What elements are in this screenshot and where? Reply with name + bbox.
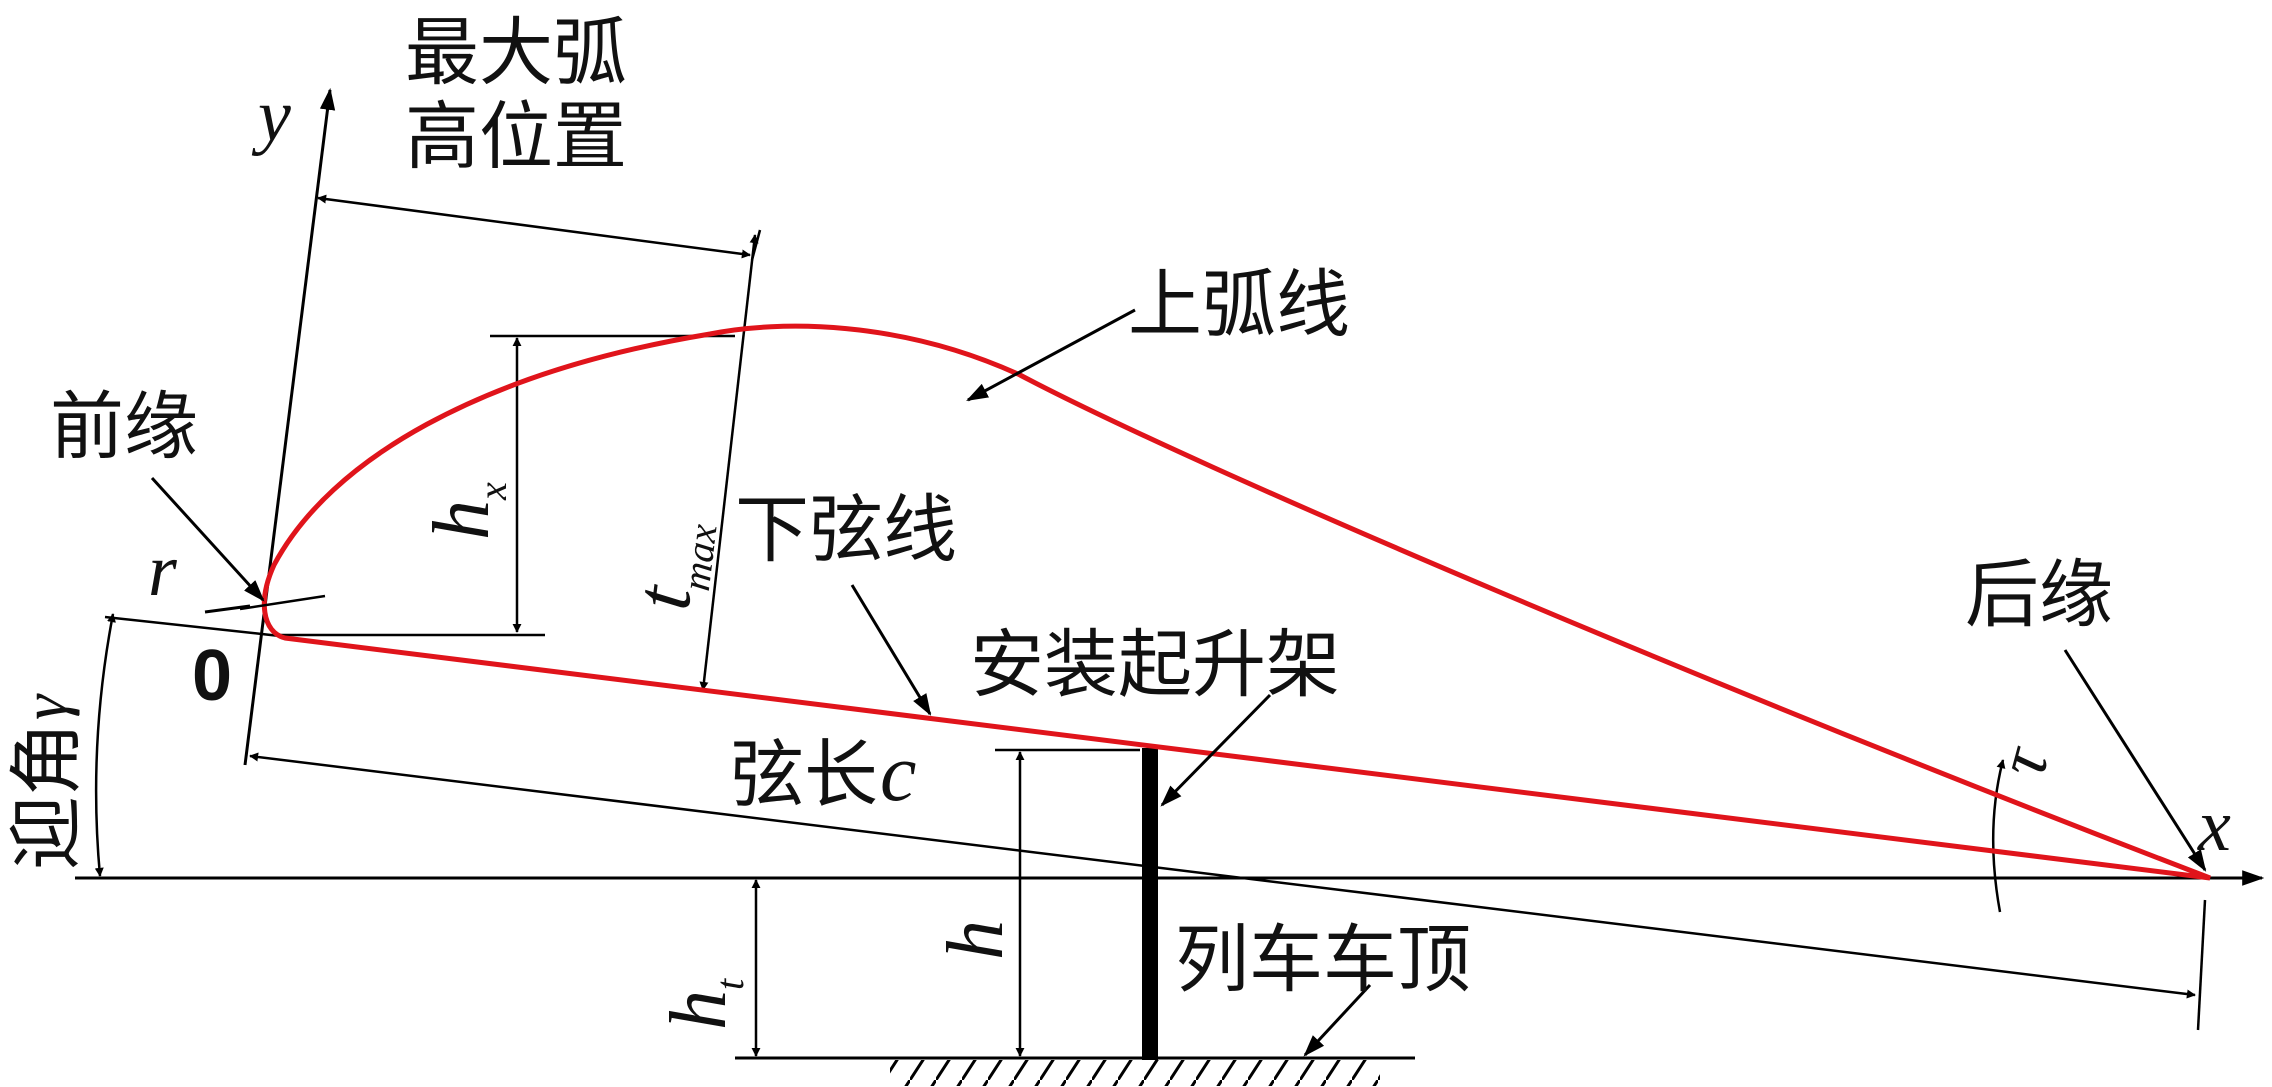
- mount-lift-label: 安装起升架: [970, 622, 1340, 708]
- leading-edge-pointer: [150, 476, 265, 602]
- svg-text:c: c: [880, 727, 916, 818]
- svg-text:ht: ht: [655, 978, 752, 1030]
- x-axis-label: x: [2197, 785, 2231, 867]
- trailing-edge-pointer: [2063, 649, 2207, 872]
- y-axis-label: y: [251, 75, 291, 157]
- mount-post: [1142, 748, 1158, 1060]
- radius-label: r: [148, 530, 178, 612]
- svg-text:τ: τ: [1983, 737, 2065, 784]
- hx-label: hx: [418, 482, 515, 540]
- airfoil-profile: [261, 323, 2211, 881]
- lower-chord-label: 下弦线: [735, 487, 957, 573]
- tau-angle-arc: [1991, 759, 2006, 913]
- svg-text:tmax: tmax: [619, 515, 726, 615]
- trailing-edge-label: 后缘: [1965, 552, 2113, 638]
- svg-text:迎角: 迎角: [4, 722, 90, 870]
- radius-pointer: [204, 604, 251, 614]
- chord-length-dimension: [249, 752, 2196, 999]
- attack-angle-label: 迎角 γ: [4, 693, 90, 870]
- tau-label: τ: [1983, 737, 2065, 784]
- upper-arc-label: 上弧线: [1128, 262, 1350, 348]
- tmax-dimension: [699, 234, 759, 691]
- attack-angle-arc: [94, 613, 116, 877]
- max-camber-label-1: 最大弧: [405, 10, 627, 96]
- svg-text:h: h: [932, 920, 1020, 960]
- tmax-label: tmax: [619, 515, 726, 615]
- svg-text:弦长: 弦长: [730, 732, 878, 818]
- y-axis: [243, 87, 336, 766]
- chord-length-label: 弦长 c: [730, 727, 916, 818]
- max-camber-position-dimension: [317, 194, 751, 259]
- train-roof-label: 列车车顶: [1175, 917, 1471, 1003]
- ht-label: ht: [655, 978, 752, 1030]
- max-camber-label-2: 高位置: [405, 94, 627, 180]
- leading-edge-label: 前缘: [50, 384, 198, 470]
- train-roof: [735, 1056, 1415, 1086]
- h-label: h: [932, 920, 1020, 960]
- upper-arc-pointer: [966, 308, 1136, 402]
- trailing-extension: [2196, 899, 2207, 1031]
- train-roof-pointer: [1303, 983, 1372, 1057]
- mount-pointer: [1160, 693, 1272, 807]
- svg-text:hx: hx: [418, 482, 515, 540]
- svg-text:γ: γ: [9, 693, 80, 720]
- lower-chord-pointer: [850, 584, 932, 716]
- origin-label: 0: [192, 636, 232, 716]
